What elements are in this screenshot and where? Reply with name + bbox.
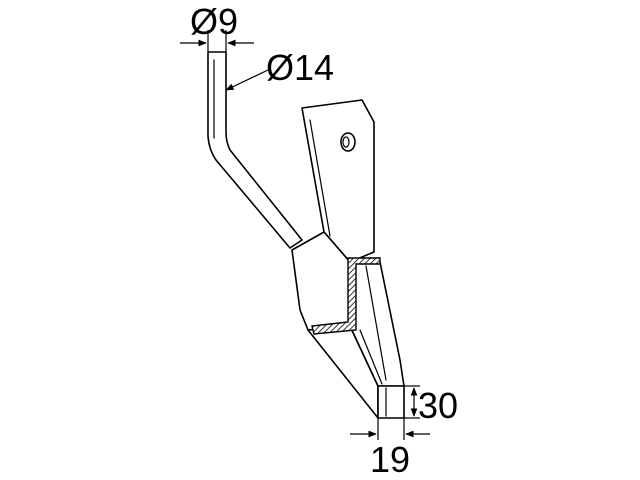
shank-diameter-label: Ø14 [266, 47, 334, 88]
tip-height-label: 30 [418, 385, 458, 426]
tip-width-label: 19 [370, 439, 410, 480]
share-tip [377, 385, 405, 419]
dimension-tip-width: 19 [350, 418, 430, 480]
weld-seam [311, 257, 381, 335]
dimension-shank-diameter: Ø14 [225, 47, 334, 91]
rod-diameter-label: Ø9 [190, 1, 238, 42]
bent-rod [207, 51, 303, 249]
dimension-rod-diameter: Ø9 [180, 1, 254, 52]
dimension-tip-height: 30 [404, 385, 458, 426]
